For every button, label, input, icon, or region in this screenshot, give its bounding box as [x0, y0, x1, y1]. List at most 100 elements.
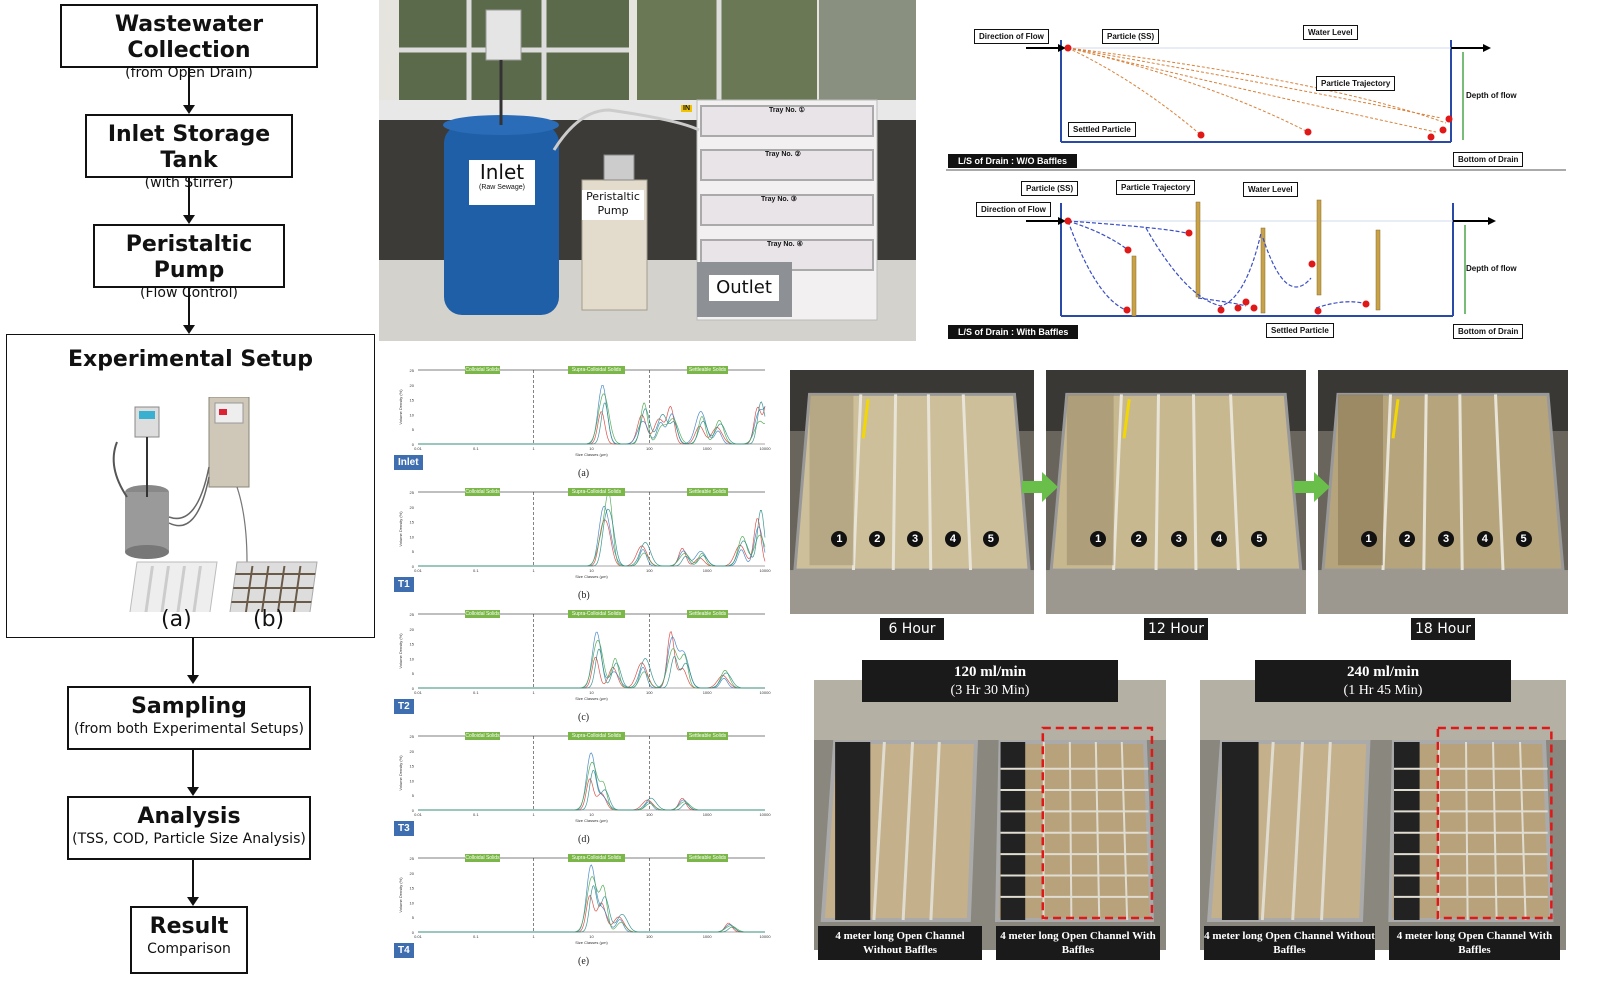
- time-label: 18 Hour: [1411, 618, 1475, 640]
- step-sampling: Sampling (from both Experimental Setups): [67, 686, 311, 750]
- flow-rate-header: 240 ml/min(1 Hr 45 Min): [1255, 660, 1511, 702]
- channel-photo-art: [1200, 680, 1566, 922]
- y-tick-label: 10: [410, 656, 415, 661]
- x-tick-label: 10: [589, 812, 594, 817]
- green-arrow-icon: [1294, 472, 1330, 507]
- time-label: 6 Hour: [880, 618, 944, 640]
- band-label: Supra-Colloidal Solids: [568, 854, 625, 862]
- label-settled-particle: Settled Particle: [1068, 122, 1136, 137]
- psd-series-line: [418, 648, 765, 689]
- y-tick-label: 10: [410, 412, 415, 417]
- psd-series-line: [418, 876, 765, 933]
- channel-photo-art: [814, 680, 1166, 922]
- y-tick-label: 0: [412, 808, 415, 813]
- tray-photo-art: [790, 370, 1034, 614]
- channel-number: 5: [1251, 531, 1268, 548]
- psd-sample-tag: T1: [394, 577, 414, 592]
- tray-photo-art: [1318, 370, 1568, 614]
- psd-series-line: [418, 405, 766, 445]
- channel-number: 2: [869, 531, 886, 548]
- band-label: Supra-Colloidal Solids: [568, 488, 625, 496]
- x-tick-label: 100: [646, 446, 653, 451]
- psd-sample-tag: Inlet: [394, 455, 423, 470]
- y-tick-label: 0: [412, 564, 415, 569]
- step-peristaltic-pump: Peristaltic Pump (Flow Control): [93, 224, 285, 301]
- x-tick-label: 100: [646, 690, 653, 695]
- psd-series-line: [418, 393, 766, 445]
- channel-number: 5: [982, 531, 999, 548]
- drain-diagram-top-svg: [946, 40, 1566, 171]
- x-axis-label: Size Classes (μm): [575, 696, 608, 701]
- y-tick-label: 5: [412, 427, 415, 432]
- tray-label-2: Tray No. ②: [765, 151, 801, 158]
- psd-sample-tag: T4: [394, 943, 414, 958]
- flow-rate-header: 120 ml/min (3 Hr 30 Min): [862, 660, 1118, 702]
- psd-series-line: [418, 761, 765, 811]
- psd-panel-sublabel: (b): [578, 590, 590, 601]
- x-tick-label: 100: [646, 568, 653, 573]
- x-tick-label: 1000: [703, 812, 713, 817]
- flow-run-time: (3 Hr 30 Min): [950, 683, 1030, 698]
- x-axis-label: Size Classes (μm): [575, 940, 608, 945]
- pump-sign: Peristaltic Pump: [582, 190, 644, 220]
- x-tick-label: 0.01: [414, 568, 423, 573]
- y-tick-label: 25: [410, 734, 415, 739]
- label-bottom-of-drain: Bottom of Drain: [1453, 324, 1524, 339]
- lab-setup-photo: Inlet (Raw Sewage) Peristaltic Pump Outl…: [379, 0, 916, 341]
- label-settled-particle: Settled Particle: [1266, 323, 1334, 338]
- psd-series-line: [418, 778, 765, 811]
- drain-diagram-bottom-svg: [1026, 199, 1496, 317]
- x-tick-label: 10000: [759, 934, 771, 939]
- tray-label-3: Tray No. ③: [761, 196, 797, 203]
- flow-rate-value: 120 ml/min: [953, 664, 1027, 680]
- psd-panel-sublabel: (c): [578, 712, 590, 723]
- y-tick-label: 25: [410, 856, 415, 861]
- psd-series-line: [418, 769, 765, 811]
- psd-panel-sublabel: (a): [578, 468, 590, 479]
- channel-number: 3: [907, 531, 924, 548]
- y-tick-label: 0: [412, 442, 415, 447]
- x-tick-label: 10: [589, 446, 594, 451]
- label-depth-of-flow: Depth of flow: [1466, 91, 1517, 100]
- tray-label-1: Tray No. ①: [769, 107, 805, 114]
- band-label: Colloidal Solids: [465, 732, 500, 740]
- flow-arrow: [183, 288, 195, 334]
- flow-rate-photos: 120 ml/min(3 Hr 30 Min)4 meter long Open…: [810, 660, 1570, 970]
- flow-arrow: [187, 638, 199, 684]
- psd-panel-sublabel: (d): [578, 834, 590, 845]
- psd-series-line: [418, 508, 766, 567]
- drain-diagram-without-baffles: Direction of Flow Particle (SS) Water Le…: [946, 20, 1566, 175]
- y-tick-label: 10: [410, 900, 415, 905]
- psd-series-line: [418, 895, 765, 933]
- channel-number: 4: [1476, 531, 1493, 548]
- y-tick-label: 10: [410, 778, 415, 783]
- band-label: Colloidal Solids: [465, 610, 500, 618]
- y-tick-label: 5: [412, 671, 415, 676]
- y-tick-label: 15: [410, 398, 415, 403]
- band-label: Supra-Colloidal Solids: [568, 732, 625, 740]
- psd-sample-tag: T2: [394, 699, 414, 714]
- channel-number: 5: [1515, 531, 1532, 548]
- x-tick-label: 10000: [759, 446, 771, 451]
- step-inlet-storage-tank: Inlet Storage Tank (with Stirrer): [85, 114, 293, 191]
- y-axis-label: Volume Density (%): [398, 877, 403, 913]
- tray-photo-18-hour: [1318, 370, 1568, 614]
- x-tick-label: 10000: [759, 812, 771, 817]
- x-axis-label: Size Classes (μm): [575, 452, 608, 457]
- band-label: Settleable Solids: [687, 732, 728, 740]
- label-particle-trajectory: Particle Trajectory: [1116, 180, 1196, 195]
- outlet-sign: Outlet: [709, 275, 779, 301]
- x-tick-label: 10: [589, 568, 594, 573]
- band-label: Supra-Colloidal Solids: [568, 366, 625, 374]
- band-label: Settleable Solids: [687, 488, 728, 496]
- y-tick-label: 20: [410, 871, 415, 876]
- time-label: 12 Hour: [1144, 618, 1208, 640]
- channel-number: 1: [1090, 531, 1107, 548]
- psd-sample-tag: T3: [394, 821, 414, 836]
